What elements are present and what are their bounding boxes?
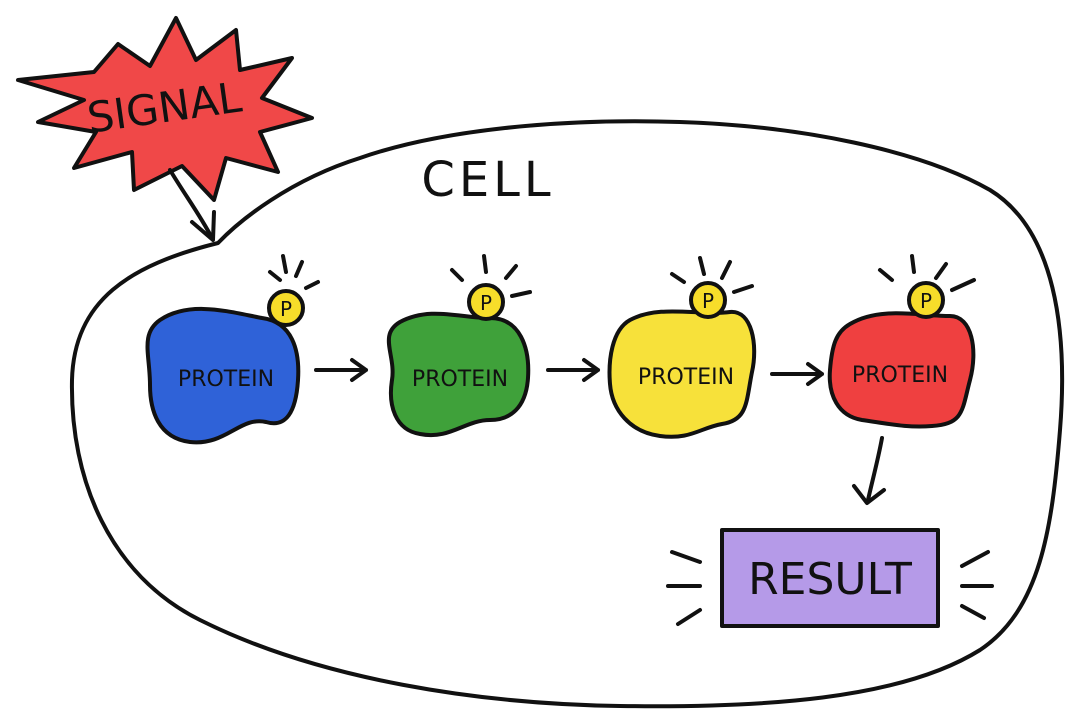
phosphate-2: P (450, 254, 532, 321)
protein-4-blob (827, 311, 976, 429)
phosphate-3: P (670, 256, 754, 319)
arrow-protein-1-to-2 (314, 358, 368, 382)
phosphate-3-label: P (702, 289, 714, 313)
phosphate-4-circle (907, 281, 945, 319)
phosphate-4-label: P (920, 289, 932, 313)
signal-arrow (168, 168, 214, 240)
protein-3: PROTEIN P (607, 256, 757, 439)
protein-4-label: PROTEIN (852, 363, 948, 388)
protein-1: PROTEIN P (145, 254, 320, 445)
protein-1-label: PROTEIN (178, 367, 274, 392)
phosphate-2-label: P (480, 291, 492, 315)
arrow-protein-4-to-result (866, 436, 884, 502)
protein-2-label: PROTEIN (412, 367, 508, 392)
phosphate-1-circle (267, 289, 305, 327)
phosphate-2-circle (467, 283, 505, 321)
signal-starburst (16, 16, 314, 202)
protein-4: PROTEIN P (827, 254, 976, 429)
result: RESULT (666, 528, 994, 628)
result-label: RESULT (748, 554, 912, 605)
protein-3-label: PROTEIN (638, 365, 734, 390)
arrow-protein-2-to-3 (546, 358, 600, 382)
arrow-protein-3-to-4 (770, 362, 824, 386)
phosphate-4: P (878, 254, 976, 319)
arrow-result-head (852, 484, 886, 505)
phosphate-1-label: P (280, 297, 292, 321)
cell-membrane (69, 119, 1065, 709)
result-box (720, 528, 940, 628)
protein-3-blob (607, 309, 757, 439)
signal-arrowhead (190, 210, 216, 242)
protein-2: PROTEIN P (386, 254, 532, 438)
cell-label: CELL (421, 152, 554, 208)
phosphate-3-circle (689, 281, 727, 319)
protein-1-blob (145, 306, 301, 445)
phosphate-1: P (267, 254, 320, 327)
